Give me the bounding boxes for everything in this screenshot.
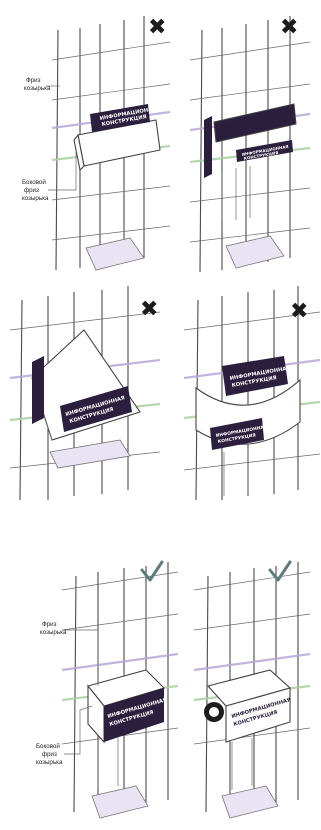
panel-2-incorrect: ИНФОРМАЦИОННАЯ КОНСТРУКЦИЯ ИНФОРМАЦИОННА… xyxy=(190,15,310,272)
panel-1-label-frieze-1: Фриз xyxy=(26,77,41,84)
panel-5-label-side-2: фриз xyxy=(42,751,57,758)
panel-4-incorrect: ИНФОРМАЦИОННАЯ КОНСТРУКЦИЯ ИНФОРМАЦИОННА… xyxy=(184,286,320,500)
panel-5-label-side-3: козырька xyxy=(36,759,63,766)
panel-3-incorrect-mark-icon: ✖ xyxy=(140,297,158,322)
panel-1-label-side-3: козырька xyxy=(22,195,49,202)
panel-6-correct: ИНФОРМАЦИОННАЯ КОНСТРУКЦИЯ xyxy=(194,562,310,818)
panel-1-label-side-2: фриз xyxy=(24,187,39,194)
panel-5-label-frieze-2: козырька xyxy=(40,629,67,636)
panel-6-correct-check-icon xyxy=(270,562,290,580)
panel-5-correct: ИНФОРМАЦИОННАЯ КОНСТРУКЦИЯ Фриз козырька… xyxy=(36,562,178,818)
panel-2-sign: ИНФОРМАЦИОННАЯ КОНСТРУКЦИЯ xyxy=(214,104,296,142)
panel-2-incorrect-mark-icon: ✖ xyxy=(280,15,298,40)
panel-4-incorrect-mark-icon: ✖ xyxy=(290,299,308,324)
panel-5-label-frieze-1: Фриз xyxy=(42,621,57,628)
panel-3-incorrect: ИНФОРМАЦИОННАЯ КОНСТРУКЦИЯ ✖ xyxy=(10,286,160,500)
panel-5-label-side-1: Боковой xyxy=(36,743,60,750)
panel-1-incorrect-mark-icon: ✖ xyxy=(148,15,166,40)
panel-1-label-side-1: Боковой xyxy=(22,179,46,186)
panel-1-incorrect: ИНФОРМАЦИОННАЯ КОНСТРУКЦИЯ Фриз козырька… xyxy=(22,15,170,270)
panel-4-sign: ИНФОРМАЦИОННАЯ КОНСТРУКЦИЯ xyxy=(222,356,291,396)
panel-2-sign-secondary: ИНФОРМАЦИОННАЯ КОНСТРУКЦИЯ xyxy=(236,140,293,162)
